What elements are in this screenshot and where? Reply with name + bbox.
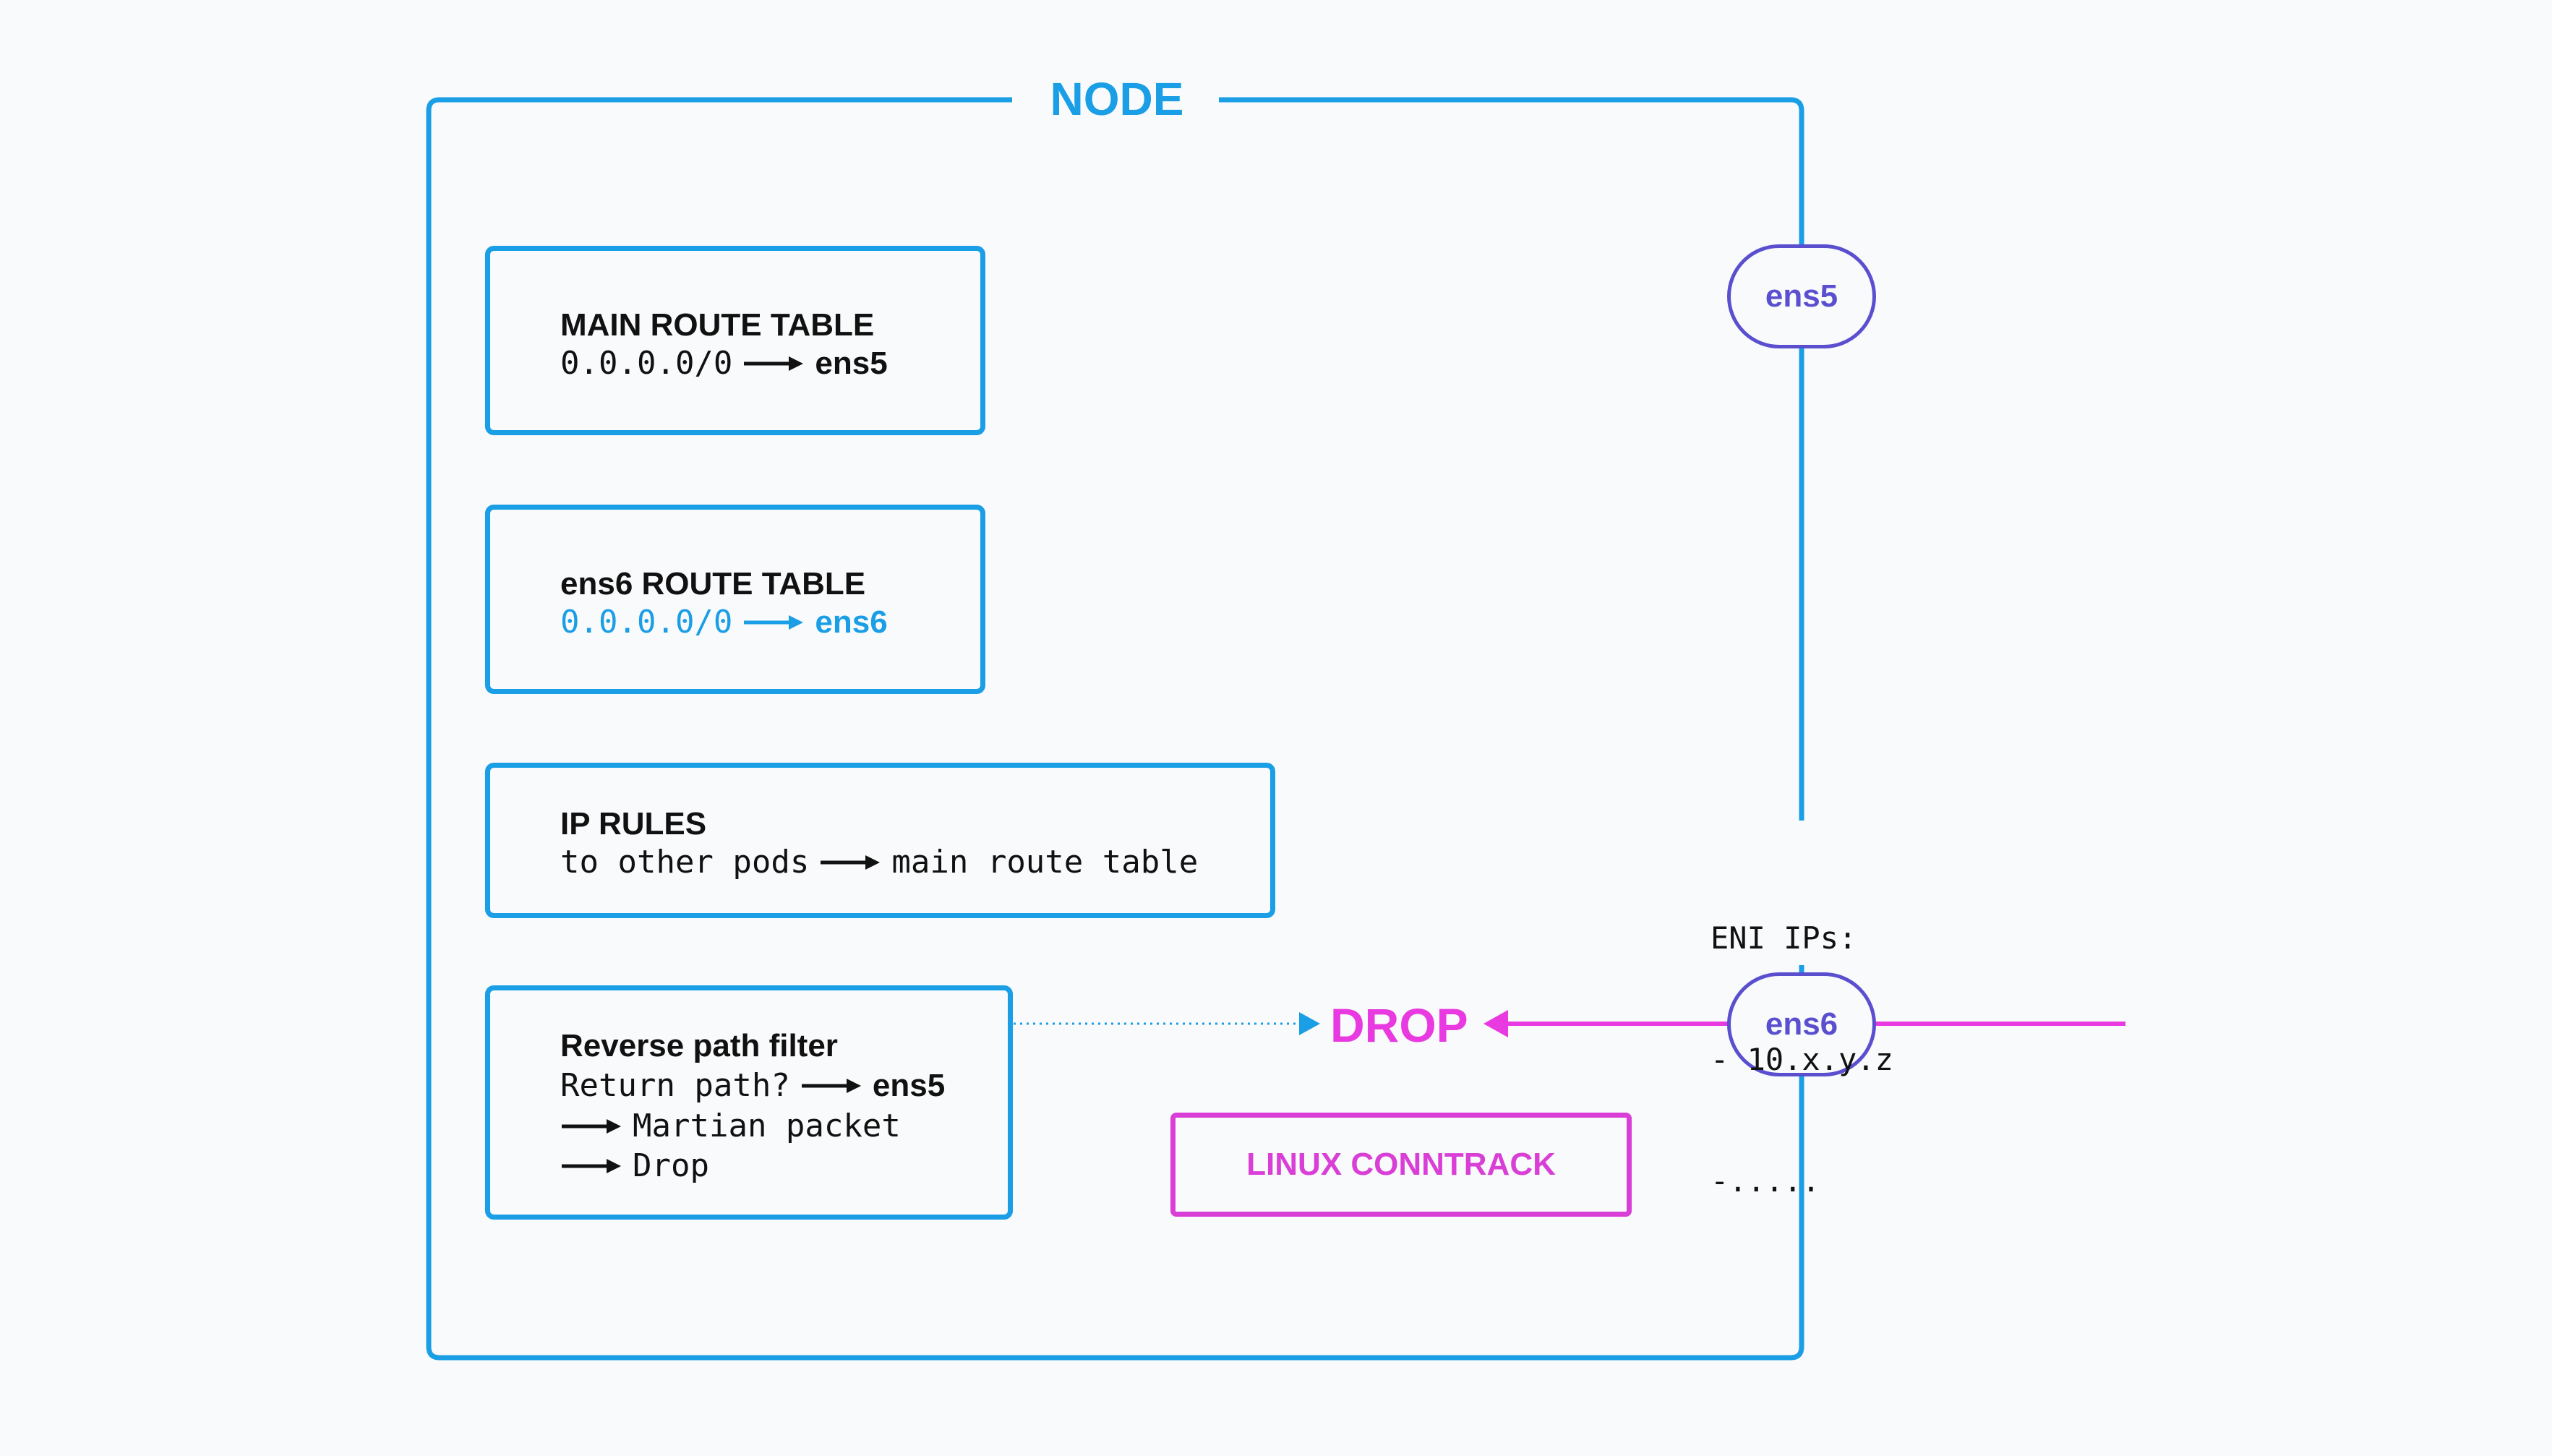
ens6-route-table-card: ens6 ROUTE TABLE 0.0.0.0/0 ens6 [485, 505, 985, 694]
reverse-path-filter-card: Reverse path filter Return path? ens5 Ma… [485, 985, 1013, 1220]
eni-ip-2: -..... [1710, 1163, 1820, 1199]
arrow-right-icon [562, 1158, 621, 1173]
arrow-right-icon [821, 855, 881, 870]
rp-filter-return: Return path? ens5 [560, 1067, 945, 1104]
ens6-route-table-route: 0.0.0.0/0 ens6 [560, 604, 888, 641]
ip-rule-target: main route table [891, 844, 1199, 881]
main-route-table-card: MAIN ROUTE TABLE 0.0.0.0/0 ens5 [485, 246, 985, 435]
arrow-right-icon [744, 356, 804, 371]
rp-filter-title: Reverse path filter [560, 1028, 838, 1063]
rp-filter-step-martian: Martian packet [562, 1108, 901, 1144]
node-title: NODE [1050, 73, 1184, 125]
rp-return-iface: ens5 [872, 1067, 946, 1103]
rp-filter-step-drop: Drop [562, 1147, 709, 1184]
linux-conntrack-box: LINUX CONNTRACK [1170, 1113, 1632, 1217]
ens6-route-iface: ens6 [815, 604, 888, 640]
rp-filter-to-drop-arrowhead [1299, 1012, 1320, 1035]
ip-rule-match: to other pods [560, 844, 810, 881]
ens6-route-dest: 0.0.0.0/0 [560, 604, 733, 641]
node-frame [426, 97, 1804, 1361]
ip-rules-rule: to other pods main route table [560, 844, 1198, 881]
arrow-right-icon [801, 1078, 861, 1093]
eni-ips-label: ENI IPs: - 10.x.y.z -..... [1710, 837, 1893, 1242]
eni-ip-1: - 10.x.y.z [1710, 1042, 1893, 1077]
ens5-interface: ens5 [1727, 244, 1876, 348]
main-route-table-title: MAIN ROUTE TABLE [560, 307, 875, 343]
rp-return-label: Return path? [560, 1067, 790, 1104]
drop-label: DROP [1330, 998, 1468, 1052]
main-route-dest: 0.0.0.0/0 [560, 345, 733, 382]
rp-step-martian: Martian packet [633, 1108, 901, 1144]
main-route-table-route: 0.0.0.0/0 ens5 [560, 345, 888, 382]
rp-step-drop: Drop [633, 1147, 709, 1184]
eni-ips-heading: ENI IPs: [1710, 920, 1857, 956]
ens6-interface: ens6 [1727, 972, 1876, 1076]
arrow-right-icon [744, 614, 804, 630]
ip-rules-title: IP RULES [560, 806, 707, 842]
main-route-iface: ens5 [815, 345, 888, 381]
incoming-packet-arrowhead [1483, 1010, 1508, 1037]
ip-rules-card: IP RULES to other pods main route table [485, 763, 1275, 918]
ens6-route-table-title: ens6 ROUTE TABLE [560, 566, 866, 601]
linux-conntrack-label: LINUX CONNTRACK [1246, 1147, 1556, 1182]
eni-label-mask [1786, 821, 1822, 965]
arrow-right-icon [562, 1118, 621, 1134]
